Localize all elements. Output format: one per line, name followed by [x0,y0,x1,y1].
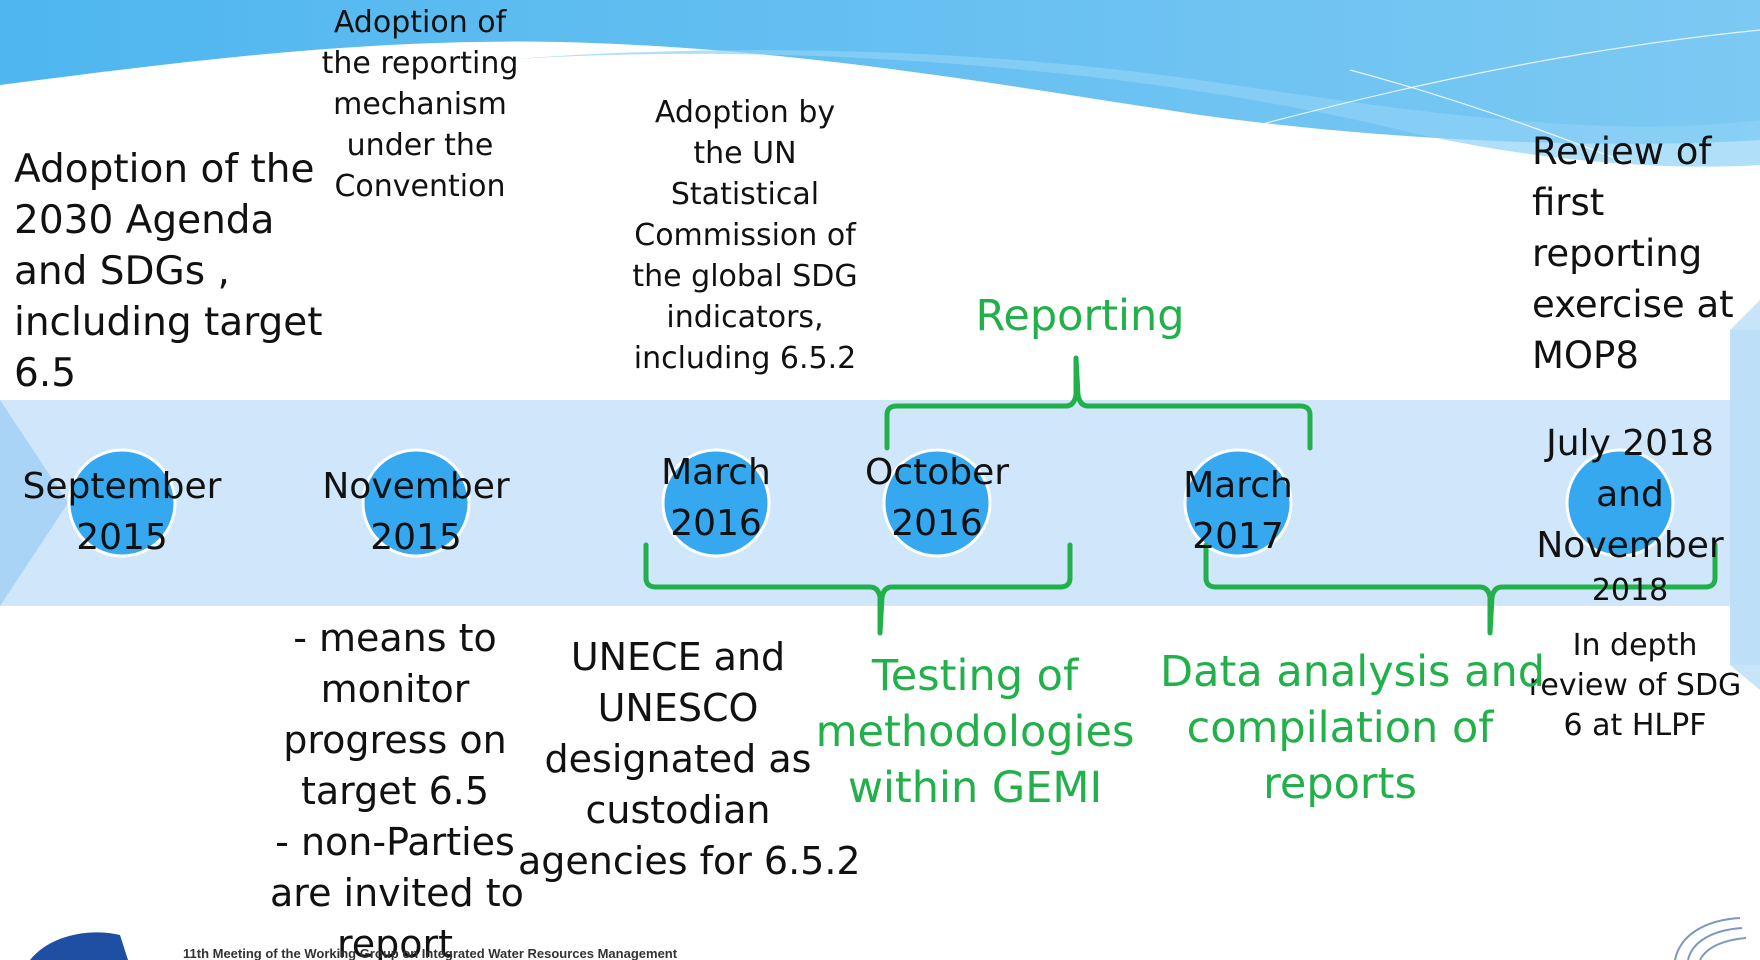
reporting-label: Reporting [975,291,1185,341]
date-mar2016: March 2016 [661,452,771,544]
footer-meeting-text: 11th Meeting of the Working Group on Int… [183,946,678,960]
date-oct2016: October 2016 [864,452,1010,544]
timeline-band [0,330,1760,665]
date-jul2018: July 2018 and November 2018 [1536,423,1724,608]
analysis-bracket [1203,542,1718,636]
left-logo-fragment [30,932,128,960]
date-mar2017: March 2017 [1183,465,1293,557]
marker-mar2017 [1183,448,1293,558]
marker-mar2016 [661,448,771,558]
event-text-nov2015-below: - means to monitor progress on target 6.… [270,616,524,960]
top-banner-light [500,50,1760,167]
event-text-hlpf: In depth review of SDG 6 at HLPF [1528,628,1742,743]
testing-bracket [643,542,1073,636]
un-emblem-fragment [1674,917,1747,960]
decorative-line-1 [1099,29,1760,171]
band-left-notch [0,400,68,606]
decorative-line-2 [1349,69,1760,216]
marker-nov2015 [361,448,471,558]
event-text-nov2015: Adoption of the reporting mechanism unde… [321,5,519,204]
reporting-bracket [884,355,1313,451]
arrow-tip [1730,300,1760,690]
event-text-sep2015: Adoption of the 2030 Agenda and SDGs , i… [14,147,323,396]
event-text-mop8: Review of first reporting exercise at MO… [1532,130,1734,377]
marker-oct2016 [882,448,992,558]
marker-sep2015 [67,448,177,558]
date-sep2015: September 2015 [22,466,222,558]
analysis-label: Data analysis and compilation of reports [1160,647,1546,809]
event-text-mar2016-below: UNECE and UNESCO designated as custodian… [518,635,861,883]
testing-label: Testing of methodologies within GEMI [815,651,1135,813]
timeline-markers [67,448,1675,558]
marker-jul2018 [1565,448,1675,558]
event-text-mar2016: Adoption by the UN Statistical Commissio… [632,95,858,376]
date-nov2015: November 2015 [322,466,510,558]
